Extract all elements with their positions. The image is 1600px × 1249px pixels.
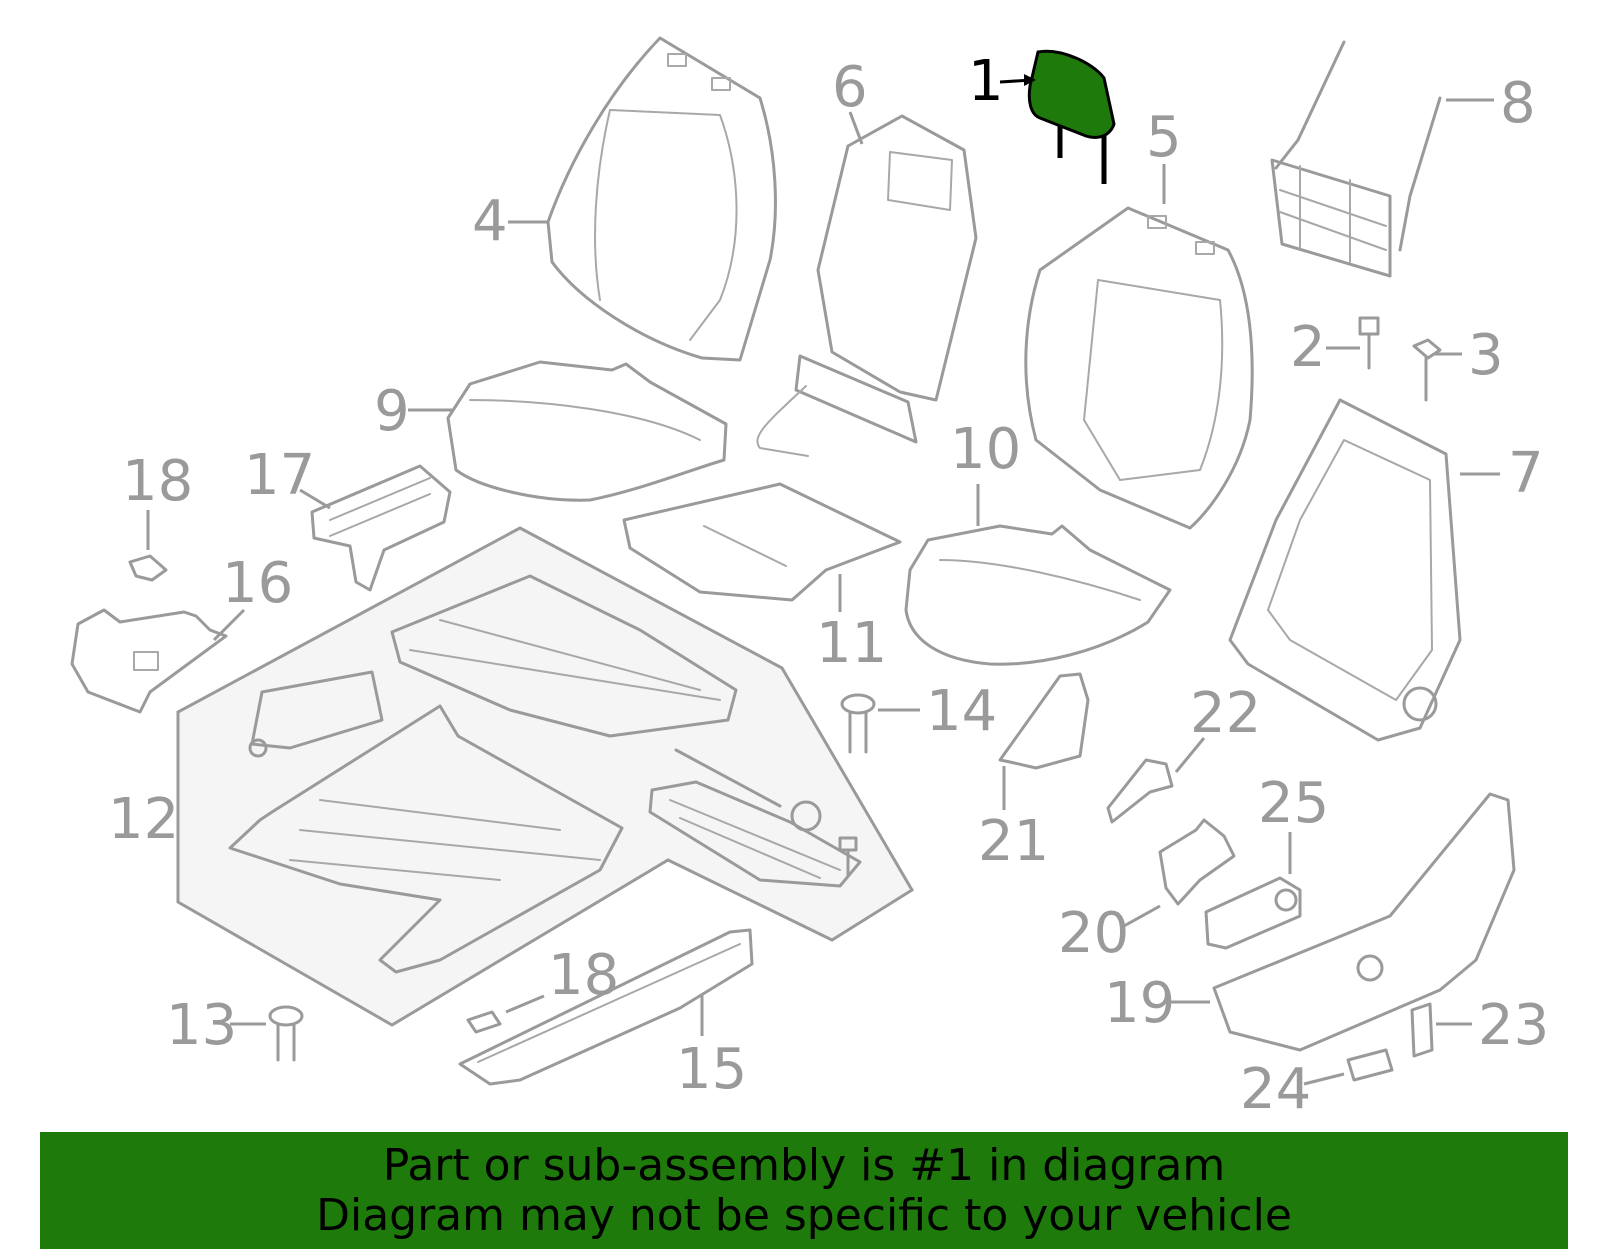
part-10-cushion-pad[interactable] [904,524,1172,666]
svg-text:10: 10 [950,417,1021,482]
part-18-clip-lower[interactable] [466,1010,502,1034]
part-13-bolt[interactable] [268,1005,304,1062]
part-18-clip-upper[interactable] [128,554,168,582]
callout-2: 2 [1290,315,1360,380]
part-21-trim[interactable] [998,672,1090,770]
svg-text:13: 13 [166,993,237,1058]
svg-text:23: 23 [1478,993,1549,1058]
svg-text:9: 9 [374,379,410,444]
svg-text:17: 17 [244,443,315,508]
svg-text:18: 18 [122,449,193,514]
banner-line-2: Diagram may not be specific to your vehi… [316,1189,1292,1241]
svg-text:6: 6 [832,55,868,120]
part-11-cushion-mat[interactable] [622,482,902,602]
part-24-knob[interactable] [1346,1048,1394,1082]
svg-text:24: 24 [1240,1057,1311,1122]
callout-7: 7 [1460,441,1544,506]
part-2-guide[interactable] [1358,316,1380,370]
part-4-seatback-cover[interactable] [546,36,777,362]
callout-label: 1 [968,49,1004,114]
info-banner: Part or sub-assembly is #1 in diagram Di… [40,1132,1568,1249]
callout-3: 3 [1434,323,1504,388]
part-3-guide[interactable] [1412,338,1442,402]
part-8-wire-frame[interactable] [1270,40,1442,278]
svg-text:4: 4 [472,189,508,254]
callout-14: 14 [878,679,997,744]
part-19-side-shield[interactable] [1212,792,1516,1052]
svg-text:15: 15 [676,1037,747,1102]
part-23-knob[interactable] [1410,1002,1434,1058]
callout-17: 17 [244,443,331,510]
svg-text:16: 16 [222,551,293,616]
part-7-seatback-frame[interactable] [1228,398,1462,742]
svg-text:20: 20 [1058,901,1129,966]
svg-text:5: 5 [1146,105,1182,170]
callout-8: 8 [1446,71,1536,136]
svg-text:12: 12 [108,787,179,852]
part-14-bolt[interactable] [840,693,876,754]
part-20-bracket[interactable] [1158,818,1236,906]
callout-25: 25 [1258,771,1329,874]
part-9-cushion-cover[interactable] [446,360,728,502]
banner-line-1: Part or sub-assembly is #1 in diagram [382,1139,1226,1191]
callout-21: 21 [978,766,1049,874]
svg-text:11: 11 [816,611,887,676]
part-15-track-cover[interactable] [458,928,754,1086]
callout-24: 24 [1240,1057,1345,1122]
part-17-bracket[interactable] [310,464,452,592]
callout-19: 19 [1104,971,1210,1036]
callout-18-lower: 18 [505,943,619,1014]
svg-text:19: 19 [1104,971,1175,1036]
part-6-back-panel[interactable] [756,114,978,457]
svg-text:21: 21 [978,809,1049,874]
svg-text:2: 2 [1290,315,1326,380]
callout-6: 6 [832,55,868,145]
svg-text:14: 14 [926,679,997,744]
callout-11: 11 [816,574,887,676]
part-5-seatback-pad[interactable] [1024,206,1254,530]
svg-text:3: 3 [1468,323,1504,388]
svg-text:22: 22 [1190,681,1261,746]
callout-20: 20 [1058,901,1161,966]
parts-diagram: 1 2 3 4 5 6 7 8 9 10 11 12 [70,36,1549,1122]
callout-16: 16 [212,551,293,642]
callout-13: 13 [166,993,266,1058]
svg-text:8: 8 [1500,71,1536,136]
part-12-seat-track[interactable] [228,574,862,974]
callout-12: 12 [108,787,179,852]
svg-text:18: 18 [548,943,619,1008]
callout-15: 15 [676,994,747,1102]
headrest-shape [1027,49,1116,139]
svg-text:7: 7 [1508,441,1544,506]
part-22-bracket[interactable] [1106,758,1174,824]
part-1-headrest[interactable] [1027,49,1116,184]
callout-1: 1 [968,49,1036,114]
seat-track-assembly-outline [176,526,915,1027]
callout-23: 23 [1436,993,1549,1058]
callout-5: 5 [1146,105,1182,204]
callout-22: 22 [1174,681,1261,773]
part-25-switch[interactable] [1204,876,1302,950]
callout-10: 10 [950,417,1021,526]
part-16-side-cover[interactable] [70,608,228,714]
callout-9: 9 [374,379,452,444]
svg-text:25: 25 [1258,771,1329,836]
callout-4: 4 [472,189,548,254]
callout-18-upper: 18 [122,449,193,550]
